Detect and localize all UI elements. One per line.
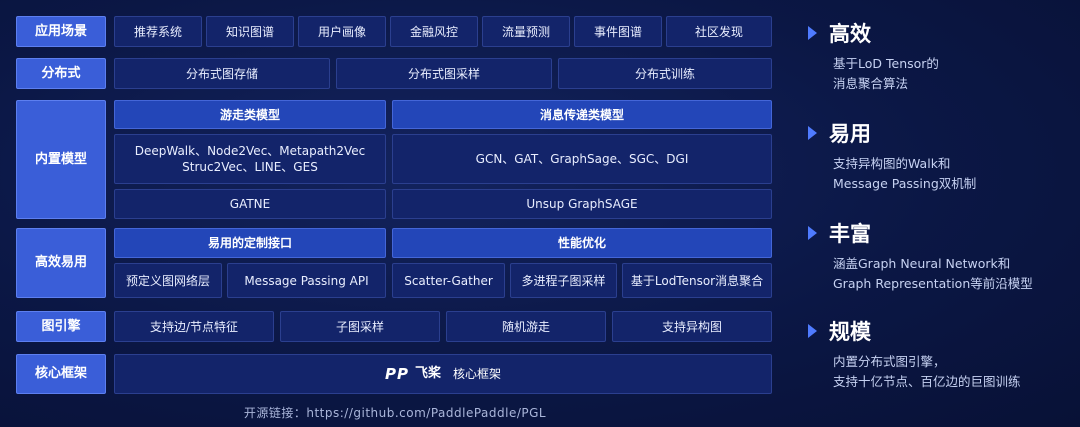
engine-item: 随机游走	[446, 311, 606, 342]
feature-title: 高效	[829, 22, 871, 46]
distributed-item: 分布式图存储	[114, 58, 330, 89]
gatne-model: GATNE	[114, 189, 386, 219]
custom-interface-header: 易用的定制接口	[114, 228, 386, 258]
scenario-item: 知识图谱	[206, 16, 294, 47]
category-models: 内置模型	[16, 100, 106, 219]
feature-scale: 规模 内置分布式图引擎， 支持十亿节点、百亿边的巨图训练	[808, 318, 1073, 392]
chevron-right-icon	[808, 26, 817, 40]
chevron-right-icon	[808, 126, 817, 140]
feature-description: 基于LoD Tensor的 消息聚合算法	[833, 56, 939, 91]
custom-interface-item: 预定义图网络层	[114, 263, 222, 298]
message-passing-models-header: 消息传递类模型	[392, 100, 772, 129]
scenario-item: 金融风控	[390, 16, 478, 47]
open-source-link: 开源链接：https://github.com/PaddlePaddle/PGL	[243, 405, 547, 420]
feature-description: 涵盖Graph Neural Network和 Graph Representa…	[833, 256, 1033, 291]
custom-interface-item: Message Passing API	[227, 263, 386, 298]
engine-item: 支持边/节点特征	[114, 311, 274, 342]
category-core: 核心框架	[16, 354, 106, 394]
message-passing-models-list: GCN、GAT、GraphSage、SGC、DGI	[392, 134, 772, 184]
category-scenarios: 应用场景	[16, 16, 106, 47]
distributed-item: 分布式训练	[558, 58, 772, 89]
scenario-item: 流量预测	[482, 16, 570, 47]
architecture-diagram: 应用场景 推荐系统 知识图谱 用户画像 金融风控 流量预测 事件图谱 社区发现 …	[16, 16, 772, 420]
category-engine: 图引擎	[16, 311, 106, 342]
feature-description: 内置分布式图引擎， 支持十亿节点、百亿边的巨图训练	[833, 354, 1021, 389]
feature-description: 支持异构图的Walk和 Message Passing双机制	[833, 156, 977, 191]
feature-easy: 易用 支持异构图的Walk和 Message Passing双机制	[808, 120, 1073, 194]
feature-efficient: 高效 基于LoD Tensor的 消息聚合算法	[808, 20, 1073, 94]
feature-title: 规模	[829, 320, 871, 344]
paddle-logo: PP 飞桨 核心框架	[385, 366, 501, 382]
chevron-right-icon	[808, 226, 817, 240]
unsup-graphsage-model: Unsup GraphSAGE	[392, 189, 772, 219]
paddle-logo-mark: PP	[384, 365, 409, 383]
performance-item: 基于LodTensor消息聚合	[622, 263, 772, 298]
engine-item: 子图采样	[280, 311, 440, 342]
performance-header: 性能优化	[392, 228, 772, 258]
performance-item: Scatter-Gather	[392, 263, 505, 298]
scenario-item: 事件图谱	[574, 16, 662, 47]
performance-item: 多进程子图采样	[510, 263, 617, 298]
paddle-logo-text: 飞桨	[414, 366, 441, 381]
chevron-right-icon	[808, 324, 817, 338]
distributed-item: 分布式图采样	[336, 58, 552, 89]
feature-title: 易用	[829, 122, 871, 146]
feature-rich: 丰富 涵盖Graph Neural Network和 Graph Represe…	[808, 220, 1073, 294]
walk-models-list: DeepWalk、Node2Vec、Metapath2Vec Struc2Vec…	[114, 134, 386, 184]
scenario-item: 社区发现	[666, 16, 772, 47]
core-framework-label: 核心框架	[453, 367, 502, 381]
engine-item: 支持异构图	[612, 311, 772, 342]
scenario-item: 推荐系统	[114, 16, 202, 47]
feature-title: 丰富	[829, 222, 871, 246]
core-framework-bar: PP 飞桨 核心框架	[114, 354, 772, 394]
category-efficiency: 高效易用	[16, 228, 106, 298]
walk-models-header: 游走类模型	[114, 100, 386, 129]
scenario-item: 用户画像	[298, 16, 386, 47]
category-distributed: 分布式	[16, 58, 106, 89]
